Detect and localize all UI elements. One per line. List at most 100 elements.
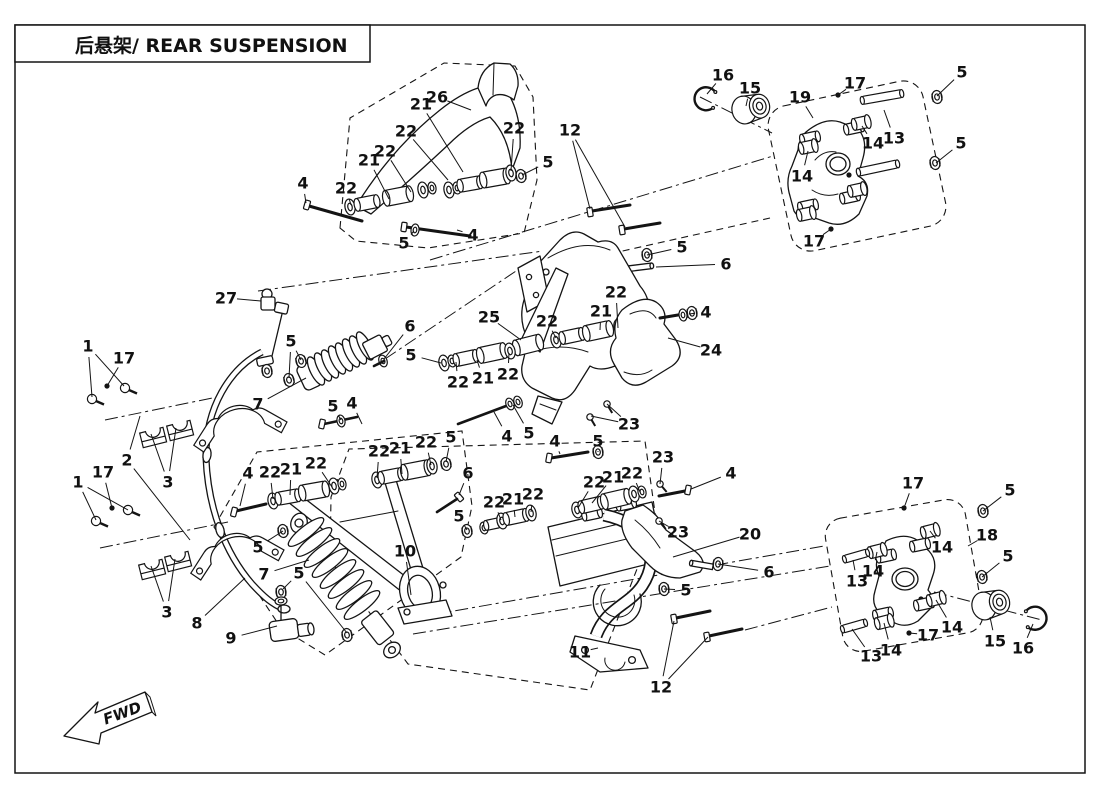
leader-line [169, 427, 177, 472]
leader-line [236, 298, 262, 302]
leader-line [390, 160, 412, 193]
callout-21: 21 [472, 369, 494, 388]
leader-line [929, 530, 936, 539]
callout-6: 6 [462, 464, 473, 483]
leader-line [455, 361, 458, 372]
callout-22: 22 [368, 442, 390, 461]
leader-line [447, 100, 472, 111]
leader-line [105, 482, 113, 509]
end-link-9 [268, 584, 315, 642]
leader-line [521, 166, 539, 176]
leader-line [406, 561, 412, 596]
callout-4: 4 [346, 394, 357, 413]
leader-line [989, 616, 994, 631]
callout-5: 5 [293, 564, 304, 583]
leader-line [456, 229, 463, 233]
callout-4: 4 [501, 427, 512, 446]
callout-14: 14 [862, 134, 884, 153]
leader-line [667, 337, 701, 348]
leader-line [981, 562, 1000, 578]
callout-9: 9 [225, 629, 236, 648]
leader-line [616, 302, 619, 329]
sway-bar-assembly [202, 288, 315, 642]
leader-line [400, 458, 403, 475]
callout-5: 5 [1004, 481, 1015, 500]
guard-plate-24 [609, 298, 681, 386]
callout-14: 14 [791, 167, 813, 186]
leader-line [935, 599, 947, 618]
callout-7: 7 [252, 395, 263, 414]
callout-5: 5 [445, 428, 456, 447]
leader-line [497, 322, 522, 341]
callout-5: 5 [398, 234, 409, 253]
upper-arm-bolts [302, 199, 472, 238]
leader-line [658, 520, 669, 527]
leader-line [88, 356, 93, 398]
leader-line [852, 559, 856, 571]
lower-left-hardware [229, 491, 474, 539]
callout-1: 1 [72, 473, 83, 492]
callout-22: 22 [374, 142, 396, 161]
leader-line [655, 264, 716, 268]
callout-27: 27 [215, 289, 237, 308]
leader-line [908, 632, 918, 635]
leader-line [591, 485, 607, 504]
callout-22: 22 [259, 463, 281, 482]
callout-18: 18 [976, 526, 998, 545]
leader-line [512, 404, 524, 424]
callout-4: 4 [297, 174, 308, 193]
leader-line [493, 411, 503, 427]
callout-17: 17 [92, 463, 114, 482]
leader-line [590, 415, 619, 423]
leader-line [426, 113, 464, 173]
callout-3: 3 [161, 603, 172, 622]
callout-17: 17 [844, 74, 866, 93]
callout-2: 2 [121, 451, 132, 470]
callout-12: 12 [650, 678, 672, 697]
callout-5: 5 [956, 63, 967, 82]
leader-line [935, 149, 953, 164]
leader-line [133, 468, 191, 541]
callout-8: 8 [191, 614, 202, 633]
callout-21: 21 [602, 468, 624, 487]
callout-14: 14 [931, 538, 953, 557]
leader-line [383, 334, 404, 360]
leader-line [967, 540, 978, 547]
leader-line [822, 228, 832, 236]
leader-line [282, 580, 292, 590]
callout-11: 11 [569, 643, 591, 662]
callout-13: 13 [883, 129, 905, 148]
leader-line [690, 476, 721, 490]
leader-line [87, 486, 129, 511]
leader-line [129, 415, 141, 450]
callout-20: 20 [739, 525, 761, 544]
callout-15: 15 [984, 632, 1006, 651]
callout-21: 21 [502, 490, 524, 509]
callout-19: 19 [789, 88, 811, 107]
leader-line [464, 525, 468, 531]
lower-right-hardware [653, 478, 744, 643]
callout-5: 5 [453, 507, 464, 526]
leader-line [510, 138, 514, 172]
lower-shock-absorber [287, 512, 401, 659]
leader-line [289, 479, 292, 496]
leader-line [348, 198, 352, 206]
callout-22: 22 [503, 119, 525, 138]
leader-line [445, 447, 450, 463]
knuckle-top-right [691, 84, 944, 233]
callout-17: 17 [113, 349, 135, 368]
frame-hardware [317, 305, 699, 464]
callout-22: 22 [395, 122, 417, 141]
leader-line [662, 620, 675, 677]
callout-17: 17 [803, 232, 825, 251]
callout-15: 15 [739, 79, 761, 98]
leader-line [530, 504, 533, 513]
leader-line [805, 106, 814, 119]
leader-line [659, 467, 663, 485]
callout-21: 21 [590, 302, 612, 321]
leader-line [508, 352, 510, 364]
callout-16: 16 [712, 66, 734, 85]
